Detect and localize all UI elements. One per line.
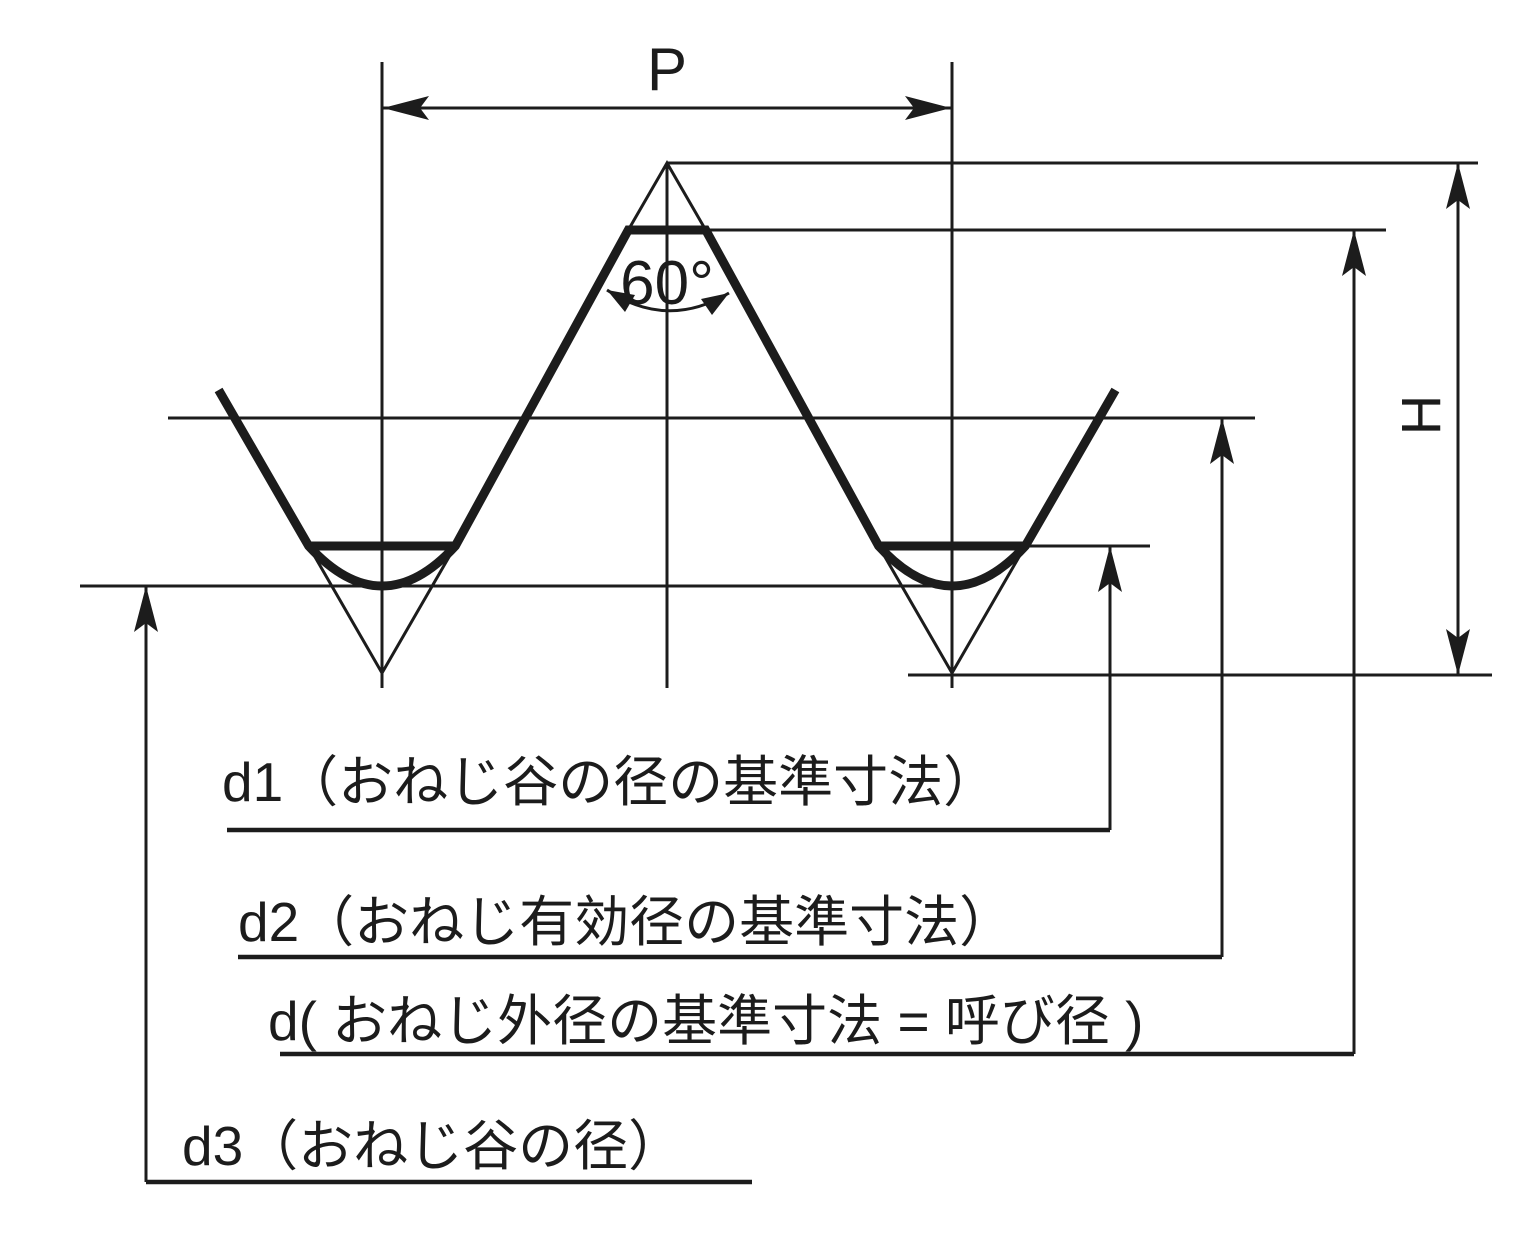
thread-profile-path	[214, 225, 1120, 591]
angle-arrowhead-right-icon	[701, 293, 729, 315]
d2-label: d2（おねじ有効径の基準寸法）	[238, 891, 1014, 953]
thread-profile-outline	[214, 225, 1120, 591]
d-dimension: d( おねじ外径の基準寸法 = 呼び径 )	[268, 230, 1366, 1057]
d1-arrowhead-icon	[1098, 546, 1122, 592]
d-arrowhead-icon	[1342, 230, 1366, 276]
angle-label: 60°	[620, 249, 714, 318]
angle-arrowhead-left-icon	[607, 290, 635, 312]
d2-dimension: d2（おねじ有効径の基準寸法）	[238, 418, 1234, 960]
pitch-dimension: P	[383, 36, 951, 120]
d-label: d( おねじ外径の基準寸法 = 呼び径 )	[268, 990, 1143, 1052]
fundamental-triangle-right-root	[877, 545, 1027, 677]
d2-arrowhead-icon	[1210, 418, 1234, 464]
height-label: H	[1390, 395, 1453, 435]
pitch-arrowhead-left-icon	[383, 96, 429, 120]
pitch-label: P	[647, 36, 687, 103]
d1-label: d1（おねじ谷の径の基準寸法）	[222, 751, 998, 813]
pitch-arrowhead-right-icon	[905, 96, 951, 120]
height-arrowhead-top-icon	[1446, 163, 1470, 209]
thread-angle-annotation: 60°	[606, 249, 730, 318]
d3-arrowhead-icon	[134, 586, 158, 632]
fundamental-triangle-left-root	[307, 545, 457, 677]
height-arrowhead-bottom-icon	[1446, 629, 1470, 675]
height-dimension: H	[1390, 163, 1470, 675]
d3-dimension: d3（おねじ谷の径）	[134, 586, 752, 1185]
construction-lines	[80, 62, 1492, 688]
d1-dimension: d1（おねじ谷の径の基準寸法）	[222, 546, 1122, 833]
d3-label: d3（おねじ谷の径）	[182, 1115, 683, 1177]
